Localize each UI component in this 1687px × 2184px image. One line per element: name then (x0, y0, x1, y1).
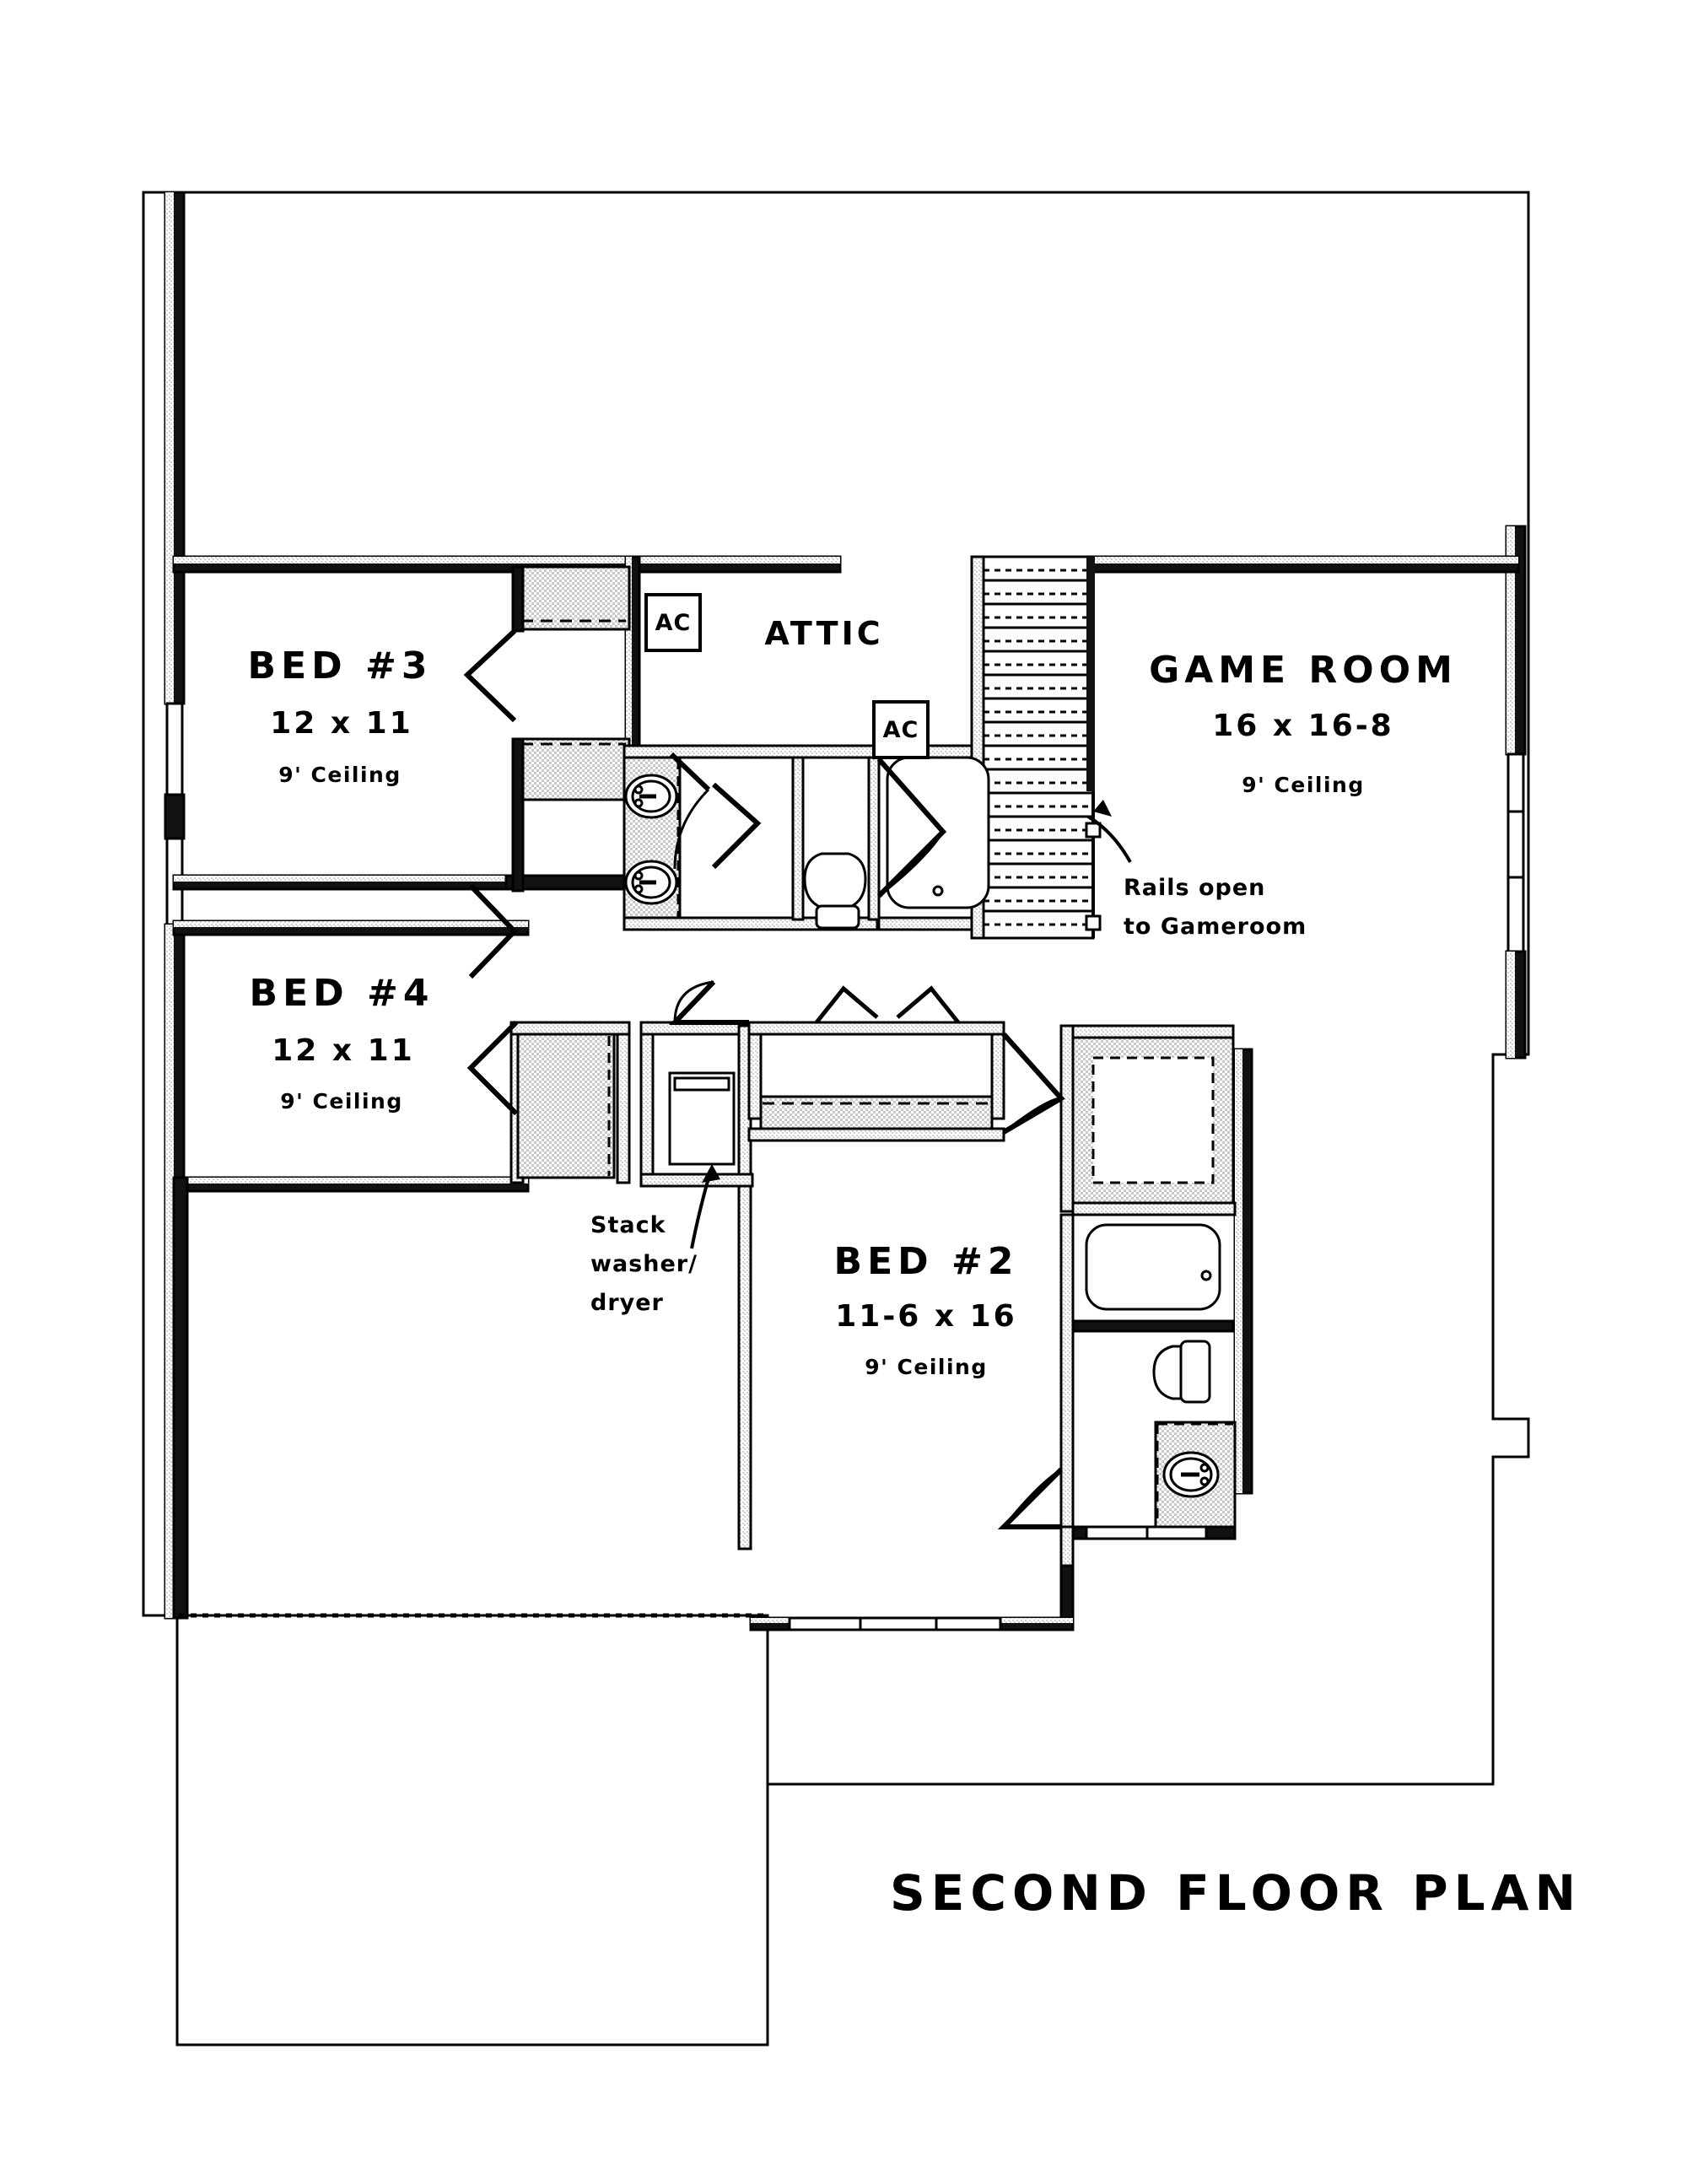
annotation-laundry-line2: washer/ (590, 1251, 698, 1277)
room-dimensions-bed4: 12 x 11 (272, 1033, 415, 1068)
bed2-bath-fixtures (1085, 1223, 1221, 1498)
door-swings (463, 628, 1065, 1529)
annotation-laundry-line3: dryer (590, 1290, 664, 1316)
outer-roofline (142, 191, 1530, 2046)
windows (788, 1525, 1208, 1631)
room-dimensions-bed2: 11-6 x 16 (835, 1299, 1017, 1334)
area-label-attic: ATTIC (764, 615, 884, 652)
room-ceiling-bed3: 9' Ceiling (278, 763, 402, 787)
room-ceiling-bed4: 9' Ceiling (280, 1089, 403, 1114)
room-label-bed2: BED #2 (833, 1240, 1019, 1283)
room-ceiling-bed2: 9' Ceiling (865, 1355, 988, 1379)
ac-unit-label-2: AC (882, 717, 919, 743)
stack-washer-dryer-icon (668, 1071, 736, 1166)
room-label-bed4: BED #4 (249, 972, 434, 1015)
room-dimensions-bed3: 12 x 11 (270, 706, 413, 741)
annotation-laundry-line1: Stack (590, 1212, 666, 1238)
annotation-rails-open-line2: to Gameroom (1124, 914, 1307, 940)
room-label-bed3: BED #3 (247, 644, 433, 688)
annotation-rails-open-line1: Rails open (1124, 875, 1266, 901)
ac-unit-label-1: AC (655, 610, 692, 636)
room-label-game-room: GAME ROOM (1149, 649, 1458, 692)
room-dimensions-game-room: 16 x 16-8 (1212, 709, 1394, 743)
sheet-title: SECOND FLOOR PLAN (890, 1864, 1582, 1922)
ac-unit-boxes (644, 593, 930, 759)
staircase (982, 555, 1102, 940)
annotation-leaders (690, 800, 1132, 1249)
room-ceiling-game-room: 9' Ceiling (1242, 773, 1365, 797)
